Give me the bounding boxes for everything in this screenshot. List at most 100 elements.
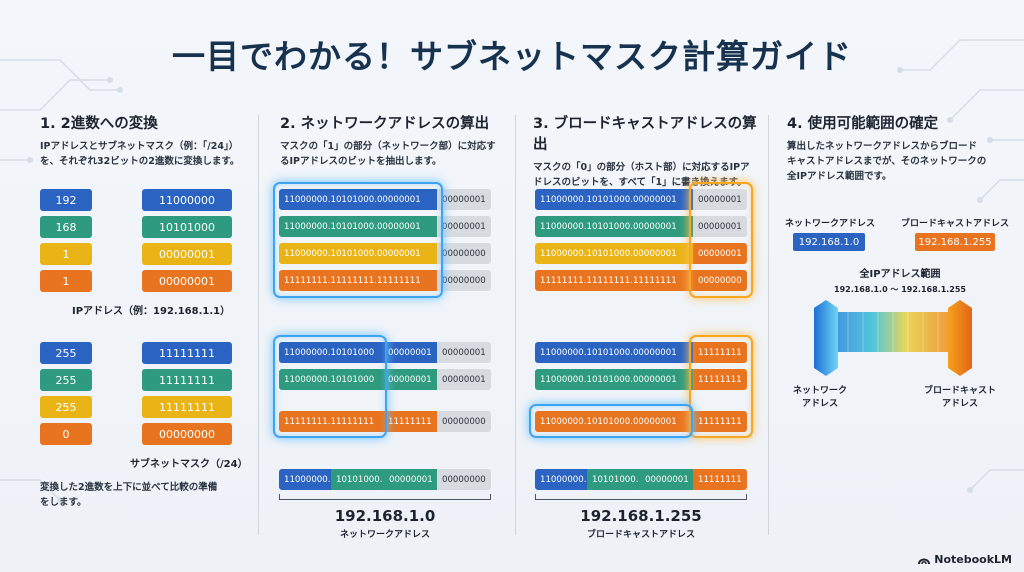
step4-desc-line: 算出したネットワークアドレスからブロード	[787, 141, 978, 152]
step3-desc-line: ドレスのビットを、すべて「1」に書き換えます。	[533, 177, 747, 188]
broadcast-bottom-label: ブロードキャスト アドレス	[912, 385, 1008, 411]
network-pillar	[814, 300, 838, 376]
network-bottom-label-line: アドレス	[801, 399, 838, 409]
range-diagram	[814, 300, 972, 376]
step1-desc-line: IPアドレスとサブネットマスク（例：「/24」）	[40, 141, 239, 152]
network-bits-highlight	[529, 404, 693, 438]
network-bits-highlight	[273, 335, 387, 438]
host-bits-highlight	[689, 335, 753, 438]
broadcast-address-label: ブロードキャストアドレス	[900, 219, 1009, 229]
binary-network-part: 11111111.11111111.11111111	[279, 270, 437, 291]
broadcast-pillar	[948, 300, 972, 376]
step3-desc: マスクの「0」の部分（ホスト部）に対応するIPア ドレスのビットを、すべて「1」…	[533, 160, 763, 190]
step2-desc: マスクの「1」の部分（ネットワーク部）に対応す るIPアドレスのビットを抽出しま…	[280, 139, 510, 169]
binary-octets: 11000000.10101000	[279, 342, 383, 363]
mask-caption: サブネットマスク（/24）	[130, 459, 248, 470]
network-address-badge: 192.168.1.0	[793, 233, 865, 251]
binary-host-part: 00000000	[437, 270, 491, 291]
mask-octet-dec: 0	[40, 423, 92, 445]
binary-octets: 11000000.10101000	[279, 369, 383, 390]
binary-row: 11000000.10101000.00000001 11111111	[535, 369, 747, 390]
binary-host-part: 00000001	[437, 342, 491, 363]
binary-octet: 00000001	[383, 369, 437, 390]
binary-host-part: 00000001	[693, 243, 747, 264]
result-host-part: 00000000	[437, 469, 491, 490]
result-octet: 00000001	[640, 469, 693, 490]
ip-caption: IPアドレス（例：192.168.1.1）	[72, 306, 231, 317]
range-title: 全IPアドレス範囲	[859, 269, 941, 280]
step1-section: 1. 2進数への変換 IPアドレスとサブネットマスク（例：「/24」） を、それ…	[40, 112, 255, 169]
notebooklm-logo: NotebookLM	[918, 553, 1012, 566]
broadcast-address-result: 192.168.1.255 ブロードキャストアドレス	[535, 507, 747, 540]
binary-octet: 00000001	[383, 342, 437, 363]
notebooklm-icon	[918, 558, 931, 564]
ip-octet-bin: 11000000	[142, 189, 232, 211]
step1-footer-line: をします。	[40, 497, 87, 508]
step1-heading: 1. 2進数への変換	[40, 116, 158, 132]
broadcast-bottom-label-line: ブロードキャスト	[923, 386, 996, 396]
mask-octet-bin: 00000000	[142, 423, 232, 445]
binary-network-part: 11000000.10101000.00000001	[535, 342, 693, 363]
step4-heading: 4. 使用可能範囲の確定	[787, 116, 939, 132]
binary-host-part: 11111111	[693, 342, 747, 363]
binary-host-part: 00000000	[437, 411, 491, 432]
broadcast-address-label: ブロードキャストアドレス	[586, 530, 695, 540]
binary-network-part: 11000000.10101000.00000001	[535, 243, 693, 264]
result-octet: 10101000.	[587, 469, 640, 490]
result-octet: 11000000.	[535, 469, 587, 490]
mask-octet-bin: 11111111	[142, 342, 232, 364]
broadcast-address-value: 192.168.1.255	[580, 507, 702, 525]
binary-network-part: 11000000.10101000.00000001	[535, 189, 693, 210]
result-octet: 11000000.	[279, 469, 331, 490]
binary-row: 11000000.10101000.00000001 00000001	[279, 189, 491, 210]
binary-row: 11000000.10101000.00000001 11111111	[535, 411, 747, 432]
binary-host-part: 00000001	[693, 189, 747, 210]
broadcast-bottom-label-line: アドレス	[941, 399, 978, 409]
broadcast-address-badge: 192.168.1.255	[915, 233, 995, 251]
step1-footer-line: 変換した2進数を上下に並べて比較の準備	[40, 482, 218, 493]
binary-network-part: 11000000.10101000.00000001	[279, 216, 437, 237]
notebooklm-text: NotebookLM	[934, 553, 1012, 566]
step3-desc-line: マスクの「0」の部分（ホスト部）に対応するIPア	[533, 162, 750, 173]
step2-heading: 2. ネットワークアドレスの算出	[280, 116, 490, 132]
binary-row: 11000000.10101000.00000001 00000001	[279, 216, 491, 237]
divider	[258, 115, 259, 535]
result-octet: 00000001	[384, 469, 437, 490]
network-bottom-label: ネットワーク アドレス	[785, 385, 855, 411]
network-part-highlight	[273, 182, 443, 298]
binary-row: 11000000.10101000.00000001 00000000	[279, 243, 491, 264]
step1-desc: IPアドレスとサブネットマスク（例：「/24」） を、それぞれ32ビットの2進数…	[40, 139, 255, 169]
ip-octet-dec: 1	[40, 270, 92, 292]
mask-octet-dec: 255	[40, 342, 92, 364]
network-bottom-label-line: ネットワーク	[792, 386, 847, 396]
binary-host-part: 11111111	[693, 411, 747, 432]
range-value: 192.168.1.0 〜 192.168.1.255	[834, 285, 966, 294]
binary-host-part: 00000000	[437, 243, 491, 264]
mask-octet-bin: 11111111	[142, 369, 232, 391]
result-binary-row: 11000000. 10101000. 00000001 11111111	[535, 469, 747, 490]
binary-network-part: 11000000.10101000.00000001	[535, 369, 693, 390]
ip-octet-dec: 192	[40, 189, 92, 211]
network-address-value: 192.168.1.0	[334, 507, 436, 525]
page-title: 一目でわかる！サブネットマスク計算ガイド	[172, 37, 852, 76]
divider	[768, 115, 769, 535]
mask-octet-dec: 255	[40, 369, 92, 391]
binary-row: 11000000.10101000.00000001 00000001	[535, 189, 747, 210]
binary-network-part: 11111111.11111111.11111111	[535, 270, 693, 291]
step2-desc-line: マスクの「1」の部分（ネットワーク部）に対応す	[280, 141, 496, 152]
result-octet: 10101000.	[331, 469, 384, 490]
binary-row: 11000000.10101000.00000001 11111111	[535, 342, 747, 363]
binary-host-part: 00000000	[693, 270, 747, 291]
step4-desc: 算出したネットワークアドレスからブロード キャストアドレスまでが、そのネットワー…	[787, 139, 1007, 184]
binary-network-part: 11000000.10101000.00000001	[279, 189, 437, 210]
binary-network-part: 11000000.10101000.00000001	[279, 243, 437, 264]
binary-host-part: 00000001	[437, 216, 491, 237]
step1-footer: 変換した2進数を上下に並べて比較の準備 をします。	[40, 480, 255, 510]
step4-section: 4. 使用可能範囲の確定 算出したネットワークアドレスからブロード キャストアド…	[787, 112, 1007, 184]
step2-desc-line: るIPアドレスのビットを抽出します。	[280, 156, 442, 167]
step4-desc-line: 全IPアドレス範囲です。	[787, 171, 892, 182]
binary-network-part: 11000000.10101000.00000001	[535, 411, 693, 432]
step3-section: 3. ブロードキャストアドレスの算出 マスクの「0」の部分（ホスト部）に対応する…	[533, 112, 763, 190]
binary-row: 11111111.11111111.11111111 00000000	[279, 270, 491, 291]
binary-row: 11000000.10101000 00000001 00000001	[279, 369, 491, 390]
